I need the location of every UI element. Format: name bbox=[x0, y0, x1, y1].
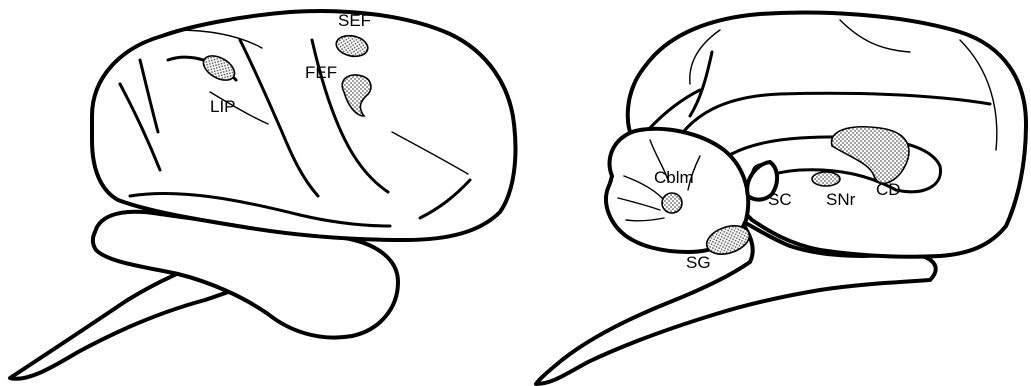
label-sef: SEF bbox=[338, 11, 371, 30]
label-sg: SG bbox=[686, 253, 711, 272]
label-cd: CD bbox=[876, 180, 901, 199]
cblm-region bbox=[662, 193, 682, 213]
label-snr: SNr bbox=[826, 190, 856, 209]
label-fef: FEF bbox=[305, 63, 337, 82]
label-cblm: Cblm bbox=[654, 168, 694, 187]
medial-brain-view: Cblm SC SNr CD SG bbox=[536, 13, 1026, 384]
label-sc: SC bbox=[768, 190, 792, 209]
label-lip: LIP bbox=[210, 97, 236, 116]
snr-region bbox=[812, 172, 840, 186]
lateral-brain-view: SEF FEF LIP bbox=[10, 11, 515, 379]
